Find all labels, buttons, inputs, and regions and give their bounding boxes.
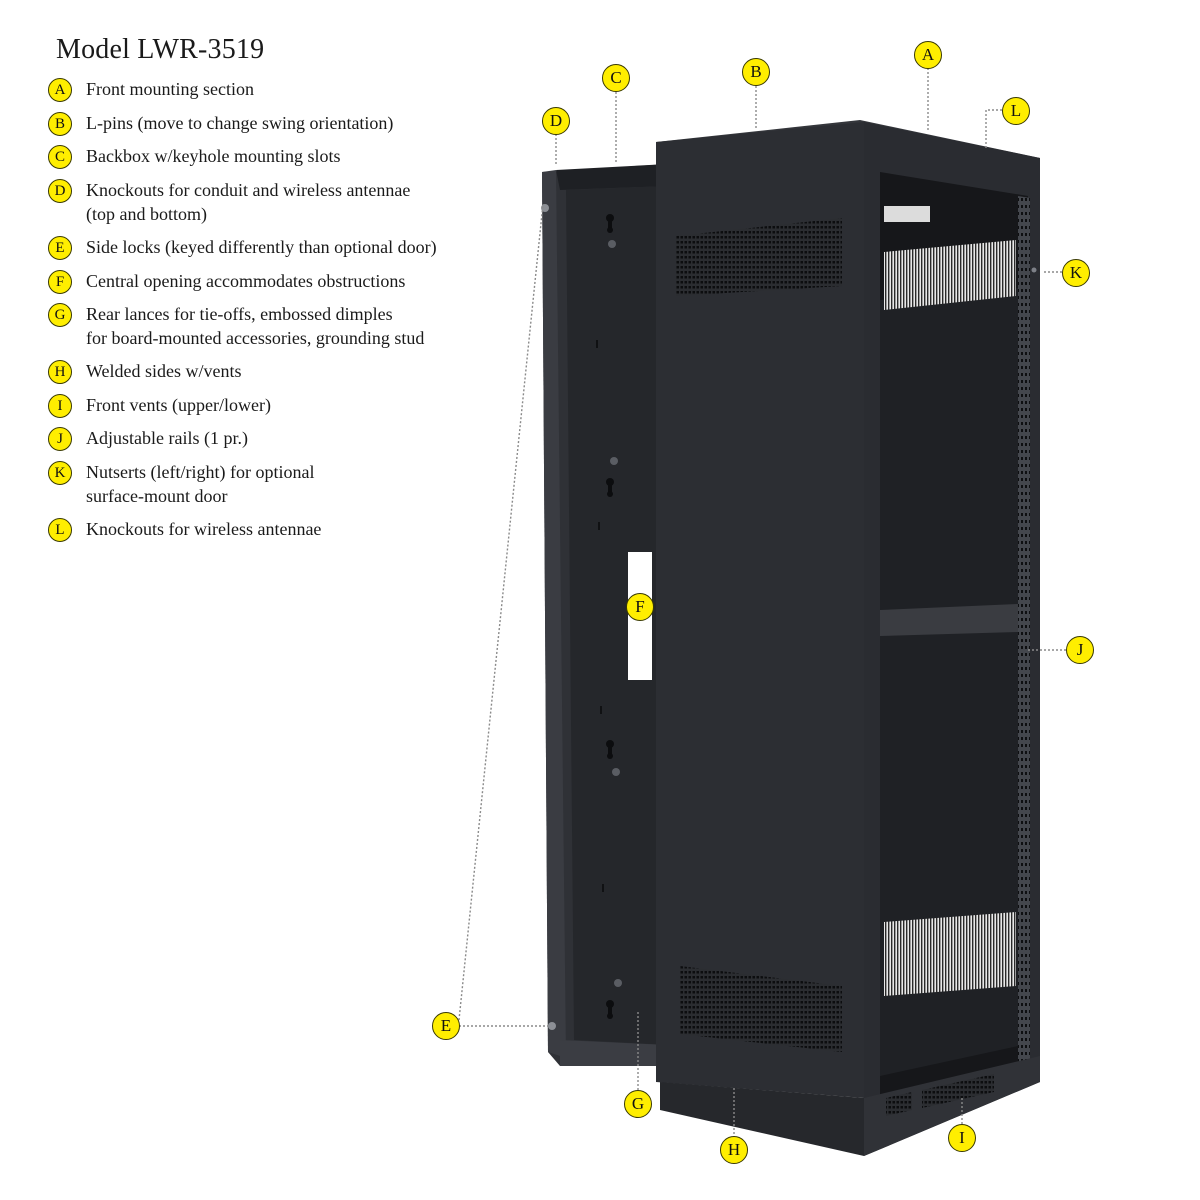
legend-badge-f: F (48, 270, 72, 294)
legend-badge-h: H (48, 360, 72, 384)
legend-text-b: L-pins (move to change swing orientation… (86, 113, 394, 133)
page-title: Model LWR-3519 (56, 34, 265, 65)
legend-item-c: C Backbox w/keyhole mounting slots (48, 144, 340, 169)
leader-lines (458, 68, 1066, 1138)
legend-badge-i: I (48, 394, 72, 418)
callout-a: A (914, 41, 942, 69)
adjustable-rail (1018, 196, 1030, 1072)
legend-item-f: F Central opening accommodates obstructio… (48, 269, 405, 294)
legend-badge-a: A (48, 78, 72, 102)
legend-item-e: E Side locks (keyed differently than opti… (48, 235, 437, 260)
legend-badge-g: G (48, 303, 72, 327)
side-lock-upper (541, 204, 549, 212)
legend-text-h: Welded sides w/vents (86, 361, 242, 381)
legend-item-h: H Welded sides w/vents (48, 359, 242, 384)
legend-text-e: Side locks (keyed differently than optio… (86, 237, 437, 257)
callout-k: K (1062, 259, 1090, 287)
legend-item-g: G Rear lances for tie-offs, embossed dimp… (48, 302, 424, 350)
legend-item-b: B L-pins (move to change swing orientatio… (48, 111, 393, 136)
callout-g: G (624, 1090, 652, 1118)
legend-text-d: Knockouts for conduit and wireless anten… (86, 180, 411, 224)
legend-badge-k: K (48, 461, 72, 485)
legend-badge-e: E (48, 236, 72, 260)
callout-e: E (432, 1012, 460, 1040)
rear-lances (596, 340, 604, 892)
legend-text-a: Front mounting section (86, 79, 254, 99)
side-lock-lower (548, 1022, 556, 1030)
legend-item-a: A Front mounting section (48, 77, 254, 102)
front-mounting-section (656, 120, 1040, 1156)
legend-item-j: J Adjustable rails (1 pr.) (48, 426, 248, 451)
legend-text-k: Nutserts (left/right) for optional surfa… (86, 462, 315, 506)
legend-badge-j: J (48, 427, 72, 451)
callout-b: B (742, 58, 770, 86)
legend-badge-b: B (48, 112, 72, 136)
legend-badge-c: C (48, 145, 72, 169)
keyhole-slots (606, 214, 614, 1019)
embossed-dimples (608, 240, 622, 987)
legend-item-i: I Front vents (upper/lower) (48, 393, 271, 418)
legend-item-d: D Knockouts for conduit and wireless ante… (48, 178, 410, 226)
callout-h: H (720, 1136, 748, 1164)
legend-badge-l: L (48, 518, 72, 542)
legend-text-l: Knockouts for wireless antennae (86, 519, 322, 539)
legend-text-g: Rear lances for tie-offs, embossed dimpl… (86, 304, 425, 348)
callout-d: D (542, 107, 570, 135)
legend-item-k: K Nutserts (left/right) for optional surf… (48, 460, 314, 508)
side-vent-upper (676, 218, 842, 296)
front-vent-upper (884, 240, 1016, 310)
legend-text-c: Backbox w/keyhole mounting slots (86, 146, 341, 166)
callout-f: F (626, 593, 654, 621)
callout-i: I (948, 1124, 976, 1152)
callout-l: L (1002, 97, 1030, 125)
legend-text-f: Central opening accommodates obstruction… (86, 271, 406, 291)
callout-j: J (1066, 636, 1094, 664)
front-vent-lower (884, 912, 1016, 996)
side-vent-lower (680, 966, 842, 1052)
callout-c: C (602, 64, 630, 92)
legend-badge-d: D (48, 179, 72, 203)
nutsert (1031, 267, 1037, 273)
legend-text-j: Adjustable rails (1 pr.) (86, 428, 248, 448)
legend-text-i: Front vents (upper/lower) (86, 395, 271, 415)
backbox (541, 164, 668, 1066)
legend-item-l: L Knockouts for wireless antennae (48, 517, 321, 542)
